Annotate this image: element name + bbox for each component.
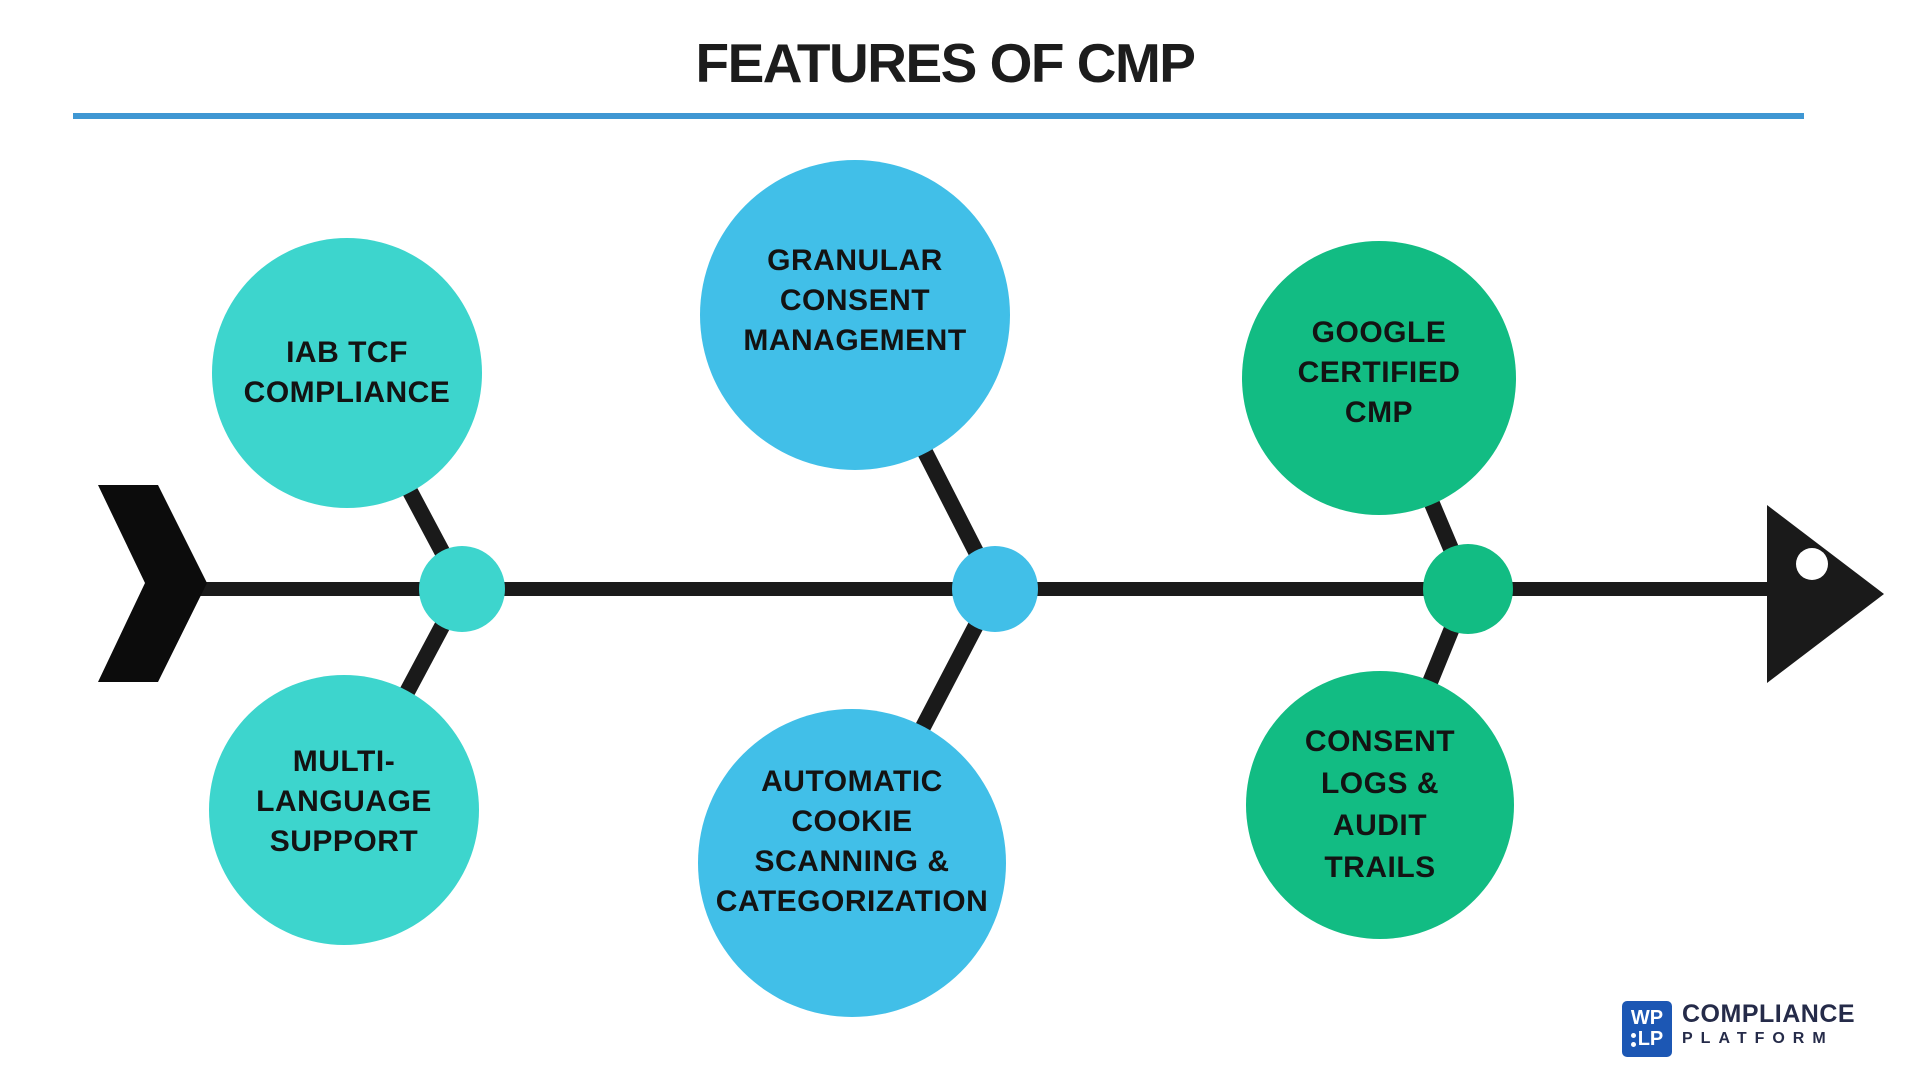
tail-chevron-icon [98,485,207,682]
feature-line: AUDIT [1332,809,1428,842]
feature-label: IAB TCF COMPLIANCE [244,333,451,413]
feature-line: LANGUAGE [256,785,432,818]
feature-line: GOOGLE [1311,316,1447,349]
feature-label: GOOGLE CERTIFIED CMP [1298,313,1461,433]
feature-line: IAB TCF [286,336,408,369]
feature-line: SUPPORT [269,825,419,858]
badge-line-2: LP [1630,1028,1664,1050]
logo-title: COMPLIANCE [1682,1000,1856,1028]
feature-label: AUTOMATIC COOKIE SCANNING & CATEGORIZATI… [716,762,989,922]
feature-label: MULTI- LANGUAGE SUPPORT [256,742,432,862]
feature-bubble-consent-logs-audit-trails: CONSENT LOGS & AUDIT TRAILS [1246,671,1514,939]
feature-line: CATEGORIZATION [715,885,989,918]
logo-subtitle: PLATFORM [1682,1030,1834,1047]
feature-line: LOGS & [1320,767,1439,800]
badge-line-1: WP [1630,1007,1664,1029]
feature-line: CONSENT [1304,725,1456,758]
feature-label: GRANULAR CONSENT MANAGEMENT [743,241,966,361]
feature-bubble-iab-tcf-compliance: IAB TCF COMPLIANCE [212,238,482,508]
brand-logo: WP LP COMPLIANCE PLATFORM [1622,1001,1855,1057]
arrowhead-dot [1796,548,1828,580]
feature-line: MULTI- [292,745,396,778]
feature-line: COMPLIANCE [243,376,451,409]
feature-line: SCANNING & [754,845,950,878]
badge-line-2-text: LP [1637,1028,1664,1050]
feature-line: CMP [1344,396,1414,429]
feature-bubble-google-certified-cmp: GOOGLE CERTIFIED CMP [1242,241,1516,515]
feature-bubble-automatic-cookie-scanning: AUTOMATIC COOKIE SCANNING & CATEGORIZATI… [698,709,1006,1017]
joint-node-green [1423,544,1513,634]
joint-node-blue [952,546,1038,632]
colon-dots-icon [1630,1032,1636,1047]
joint-node-teal [419,546,505,632]
feature-label: CONSENT LOGS & AUDIT TRAILS [1305,721,1455,889]
feature-line: CERTIFIED [1297,356,1461,389]
title-underline [73,113,1804,119]
feature-line: TRAILS [1324,851,1436,884]
wp-lp-badge-icon: WP LP [1622,1001,1672,1057]
feature-line: AUTOMATIC [761,765,943,798]
feature-bubble-multi-language-support: MULTI- LANGUAGE SUPPORT [209,675,479,945]
arrowhead-icon [1767,505,1884,683]
feature-line: MANAGEMENT [743,324,967,357]
feature-line: GRANULAR [767,244,943,277]
feature-line: CONSENT [779,284,931,317]
logo-wordmark: COMPLIANCE PLATFORM [1682,1001,1855,1048]
feature-line: COOKIE [791,805,913,838]
page-title: FEATURES OF CMP [695,32,1196,94]
feature-bubble-granular-consent-management: GRANULAR CONSENT MANAGEMENT [700,160,1010,470]
